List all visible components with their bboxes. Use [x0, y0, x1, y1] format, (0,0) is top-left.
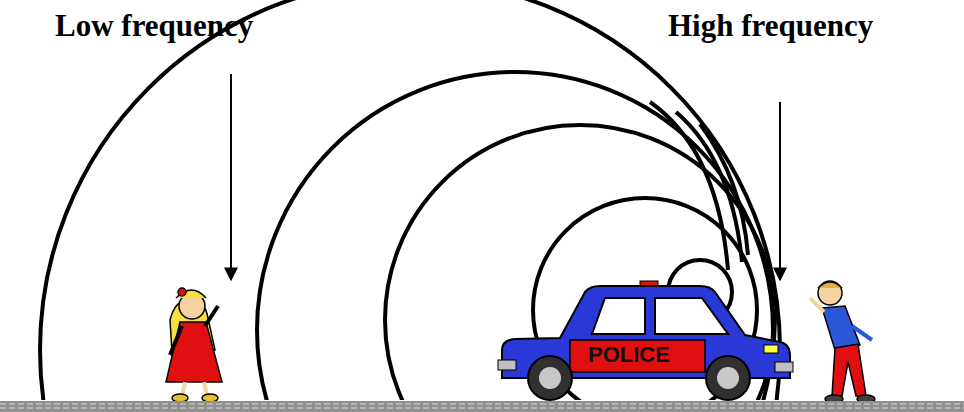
police-car [498, 281, 793, 400]
car-lettering: POLICE [588, 342, 670, 368]
frequency-label: High frequency [668, 8, 873, 44]
boy-listener [810, 281, 875, 403]
ground [0, 401, 964, 412]
leader-arrow [779, 102, 781, 280]
leader-arrow [230, 74, 232, 280]
wave-fronts [40, 0, 780, 400]
girl-listener [166, 288, 222, 402]
frequency-label: Low frequency [55, 8, 253, 44]
